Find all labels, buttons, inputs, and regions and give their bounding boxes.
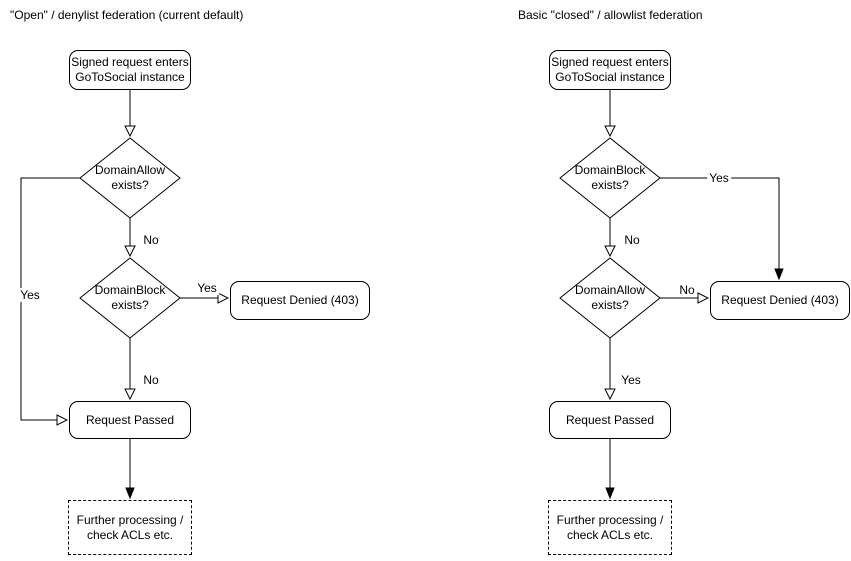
left-decision2-yes-edge-label: Yes xyxy=(195,281,219,295)
right-request-passed-node: Request Passed xyxy=(549,401,671,439)
right-decision2-no-edge-label: No xyxy=(677,283,697,297)
left-start-node: Signed request enters GoToSocial instanc… xyxy=(69,50,191,90)
right-start-node: Signed request enters GoToSocial instanc… xyxy=(549,50,671,90)
left-diagram-title: "Open" / denylist federation (current de… xyxy=(10,8,244,22)
right-decision1-no-edge-label: No xyxy=(622,233,642,247)
right-decision1-yes-edge-label: Yes xyxy=(707,171,731,185)
right-decision2-diamond xyxy=(559,257,661,339)
left-request-passed-node: Request Passed xyxy=(69,401,191,439)
left-further-processing-node: Further processing / check ACLs etc. xyxy=(68,500,192,555)
left-decision1-diamond xyxy=(79,137,181,219)
right-connector-decision1-yes-to-denied xyxy=(660,177,779,279)
left-decision2-diamond xyxy=(79,257,181,339)
left-decision1-no-edge-label: No xyxy=(141,233,161,247)
left-request-denied-node: Request Denied (403) xyxy=(230,281,370,320)
right-decision1-diamond xyxy=(559,137,661,219)
right-request-denied-node: Request Denied (403) xyxy=(710,281,850,320)
right-further-processing-node: Further processing / check ACLs etc. xyxy=(548,500,672,555)
right-decision2-yes-edge-label: Yes xyxy=(619,373,643,387)
right-diagram-title: Basic "closed" / allowlist federation xyxy=(518,8,703,22)
left-decision2-no-edge-label: No xyxy=(141,373,161,387)
left-decision1-yes-edge-label: Yes xyxy=(18,288,42,302)
